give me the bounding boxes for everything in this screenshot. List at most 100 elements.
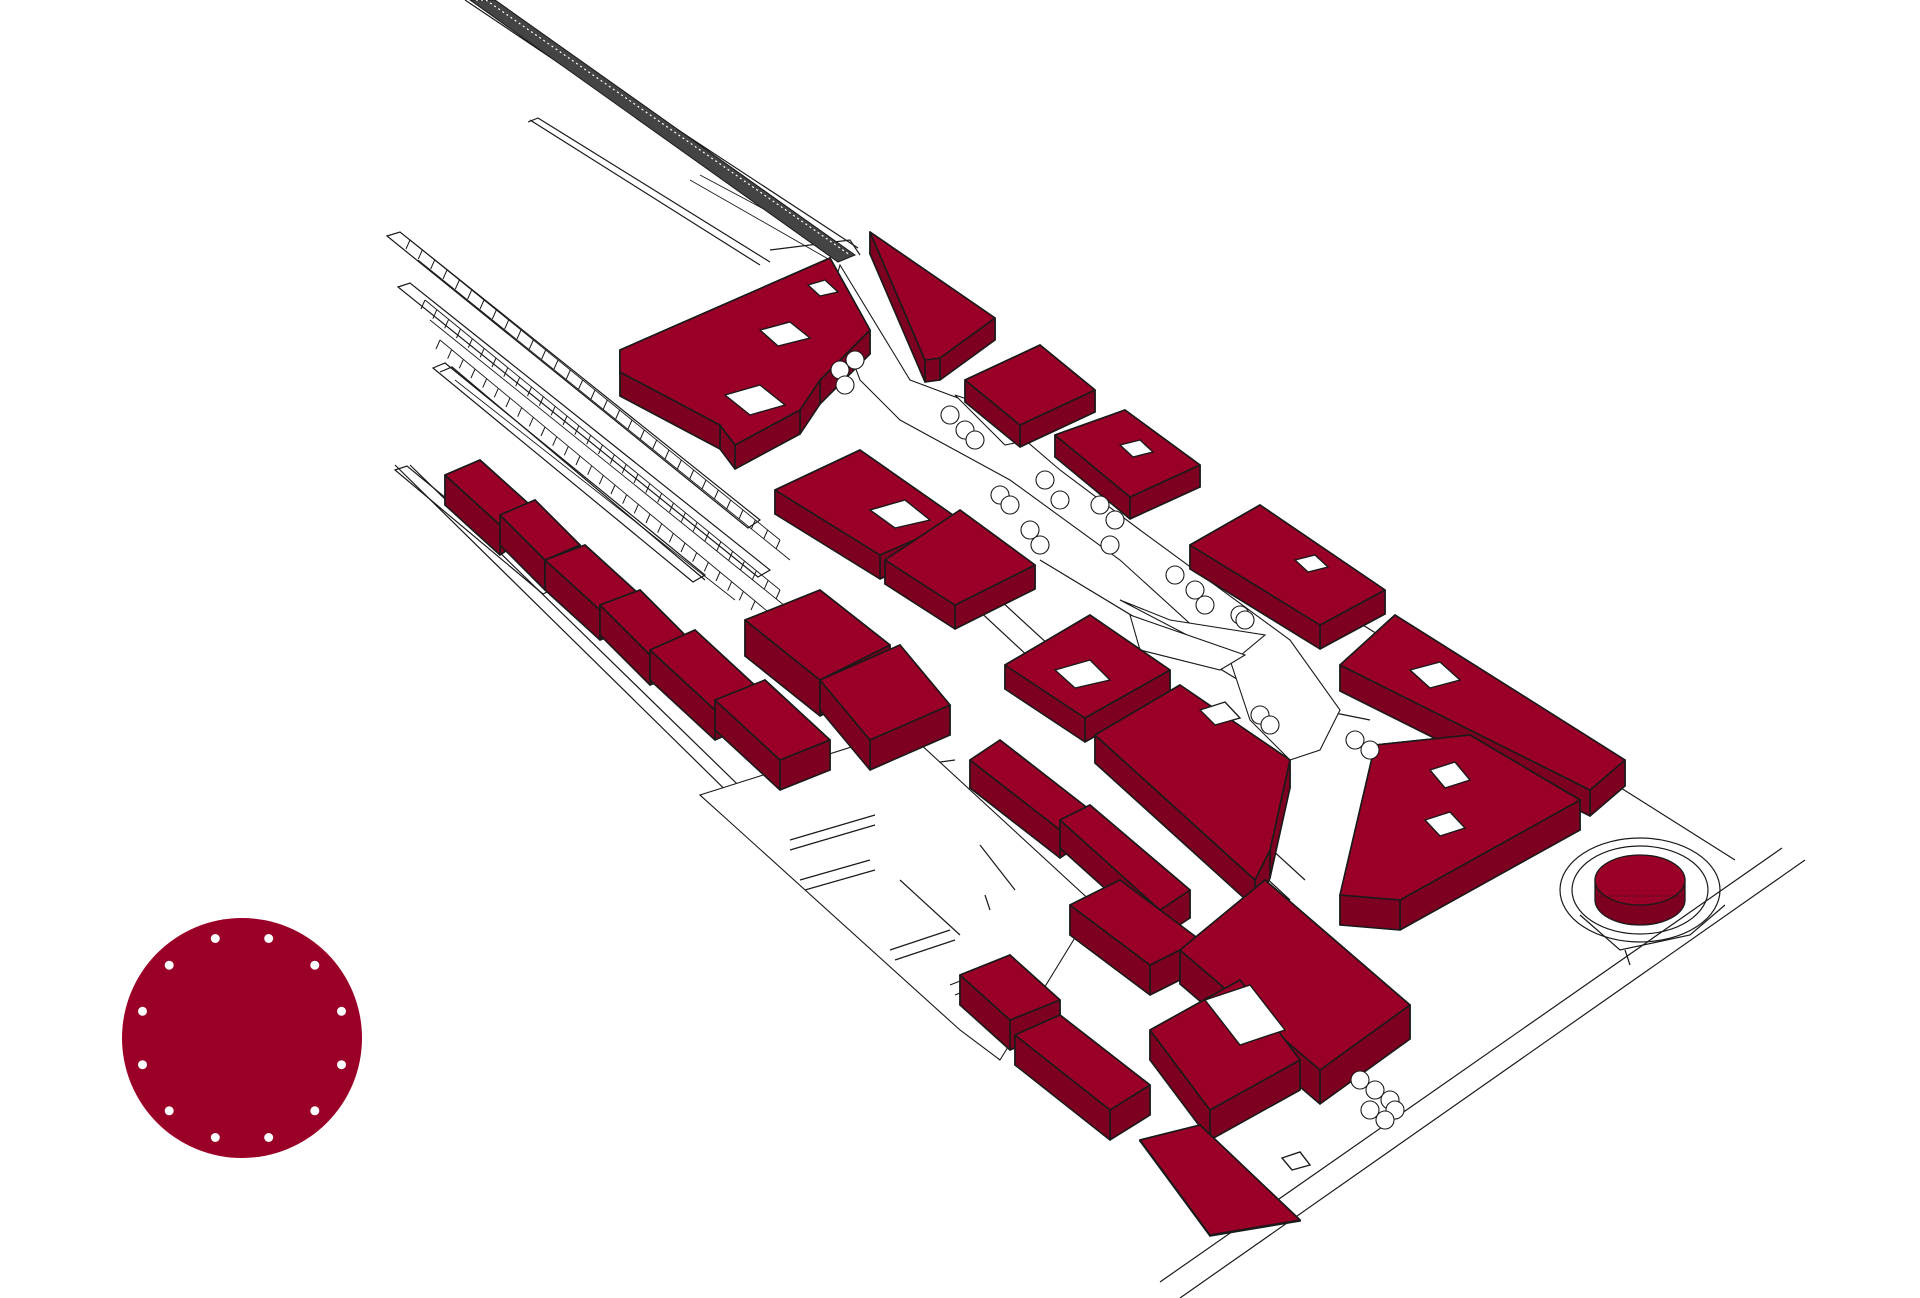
rail-sleeper [491, 357, 497, 368]
elevated-viaduct [469, 0, 857, 263]
rail-sleeper [470, 368, 476, 379]
block-north-west-roof [619, 257, 871, 446]
historic-9-roof [1059, 804, 1191, 911]
rail-sleeper [602, 399, 608, 410]
tree-icon [1000, 495, 1020, 515]
rail-sleepers [405, 239, 791, 640]
ground-slab-south [1139, 1124, 1301, 1237]
rail-sleeper [563, 446, 569, 456]
rail-sleeper [417, 249, 423, 260]
tree-icon [1365, 1080, 1385, 1100]
tree-icon [940, 405, 960, 425]
rail-sleeper [639, 429, 645, 440]
rail-sleeper [652, 439, 658, 450]
rail-sleeper [467, 289, 473, 300]
rail-sleeper [565, 369, 571, 380]
rail-sleeper [750, 519, 756, 530]
rail-sleeper [645, 513, 651, 524]
tree-icon [1050, 490, 1070, 510]
rail-sleeper [609, 454, 615, 464]
rail-sleeper [479, 348, 485, 358]
rail-sleeper [442, 269, 448, 280]
block-long-east-roof [1339, 614, 1626, 791]
rail-sleeper [578, 379, 584, 390]
rail-sleeper [738, 591, 744, 601]
block-south-east [1339, 734, 1581, 931]
rail-sleeper [727, 581, 733, 591]
rail-sleeper [540, 426, 546, 437]
tree-icon [1235, 610, 1255, 630]
rail-sleeper [751, 570, 757, 580]
legend-marker-dot [310, 1106, 320, 1116]
block-north-west [619, 257, 871, 470]
tree-icon [835, 375, 855, 395]
rail-sleeper [657, 523, 663, 533]
tree-icon [965, 430, 985, 450]
rail-sleeper [553, 359, 559, 370]
rail-sleeper [775, 589, 781, 600]
rail-sleeper [610, 484, 616, 495]
tree-icon [1030, 535, 1050, 555]
rail-sleeper [515, 377, 521, 387]
legend-marker-dot [210, 1133, 220, 1142]
rail-sleeper [728, 551, 734, 561]
rail-sleeper [622, 494, 628, 504]
rail-sleeper [704, 531, 710, 542]
rail-sleeper [447, 349, 453, 359]
block-center [884, 509, 1036, 630]
rail-sleeper [420, 299, 426, 310]
rail-sleeper [763, 529, 769, 540]
rail-sleeper [504, 319, 510, 330]
rail-sleeper [541, 349, 547, 360]
rail-sleeper [552, 436, 558, 446]
tree-icon [1185, 580, 1205, 600]
rail-sleeper [713, 489, 719, 500]
tree-icon [1350, 1070, 1370, 1090]
rail-sleeper [692, 552, 698, 562]
circle-legend-icon [122, 918, 362, 1158]
rail-sleeper [680, 542, 686, 553]
rail-sleeper [615, 409, 621, 420]
block-east-2 [1189, 504, 1386, 650]
rail-sleeper [482, 378, 488, 388]
tree-icon [1100, 535, 1120, 555]
rail-sleeper [550, 406, 556, 416]
rail-sleeper [562, 415, 568, 426]
rail-sleeper [516, 329, 522, 340]
courtyard-openings [723, 279, 1472, 1171]
tree-icon [1260, 715, 1280, 735]
historic-7 [819, 644, 951, 771]
block-south-east-side [1339, 894, 1401, 931]
rail-sleeper [503, 367, 509, 377]
rail-sleeper [587, 465, 593, 475]
rail-sleeper [676, 459, 682, 470]
rail-sleeper [627, 419, 633, 430]
rotunda [1559, 837, 1726, 966]
rail-sleeper [444, 319, 450, 329]
rail-sleeper [701, 479, 707, 490]
rail-sleeper [479, 299, 485, 310]
block-wedge-roof [1094, 684, 1291, 881]
rail-sleeper [528, 339, 534, 350]
block-triangle-side [924, 357, 941, 383]
rail-sleeper [435, 339, 441, 350]
rail-sleeper [430, 259, 436, 270]
tree-icon [1020, 520, 1040, 540]
block-east-2-roof [1189, 504, 1386, 626]
legend-marker-dot [210, 934, 220, 943]
tree-icon [845, 350, 865, 370]
legend-marker-dot [264, 1133, 274, 1142]
rail-sleeper [763, 580, 769, 590]
rail-sleeper [574, 425, 580, 435]
rail-sleeper [775, 539, 781, 550]
historic-2-roof [499, 499, 581, 561]
historic-6-roof [714, 679, 831, 761]
rail-sleeper [664, 449, 670, 460]
tree-icon [1165, 565, 1185, 585]
historic-12-roof [1014, 1014, 1151, 1111]
rail-sleeper [689, 469, 695, 480]
historic-courtyard-roof [744, 589, 891, 681]
rail-sleeper [738, 509, 744, 520]
